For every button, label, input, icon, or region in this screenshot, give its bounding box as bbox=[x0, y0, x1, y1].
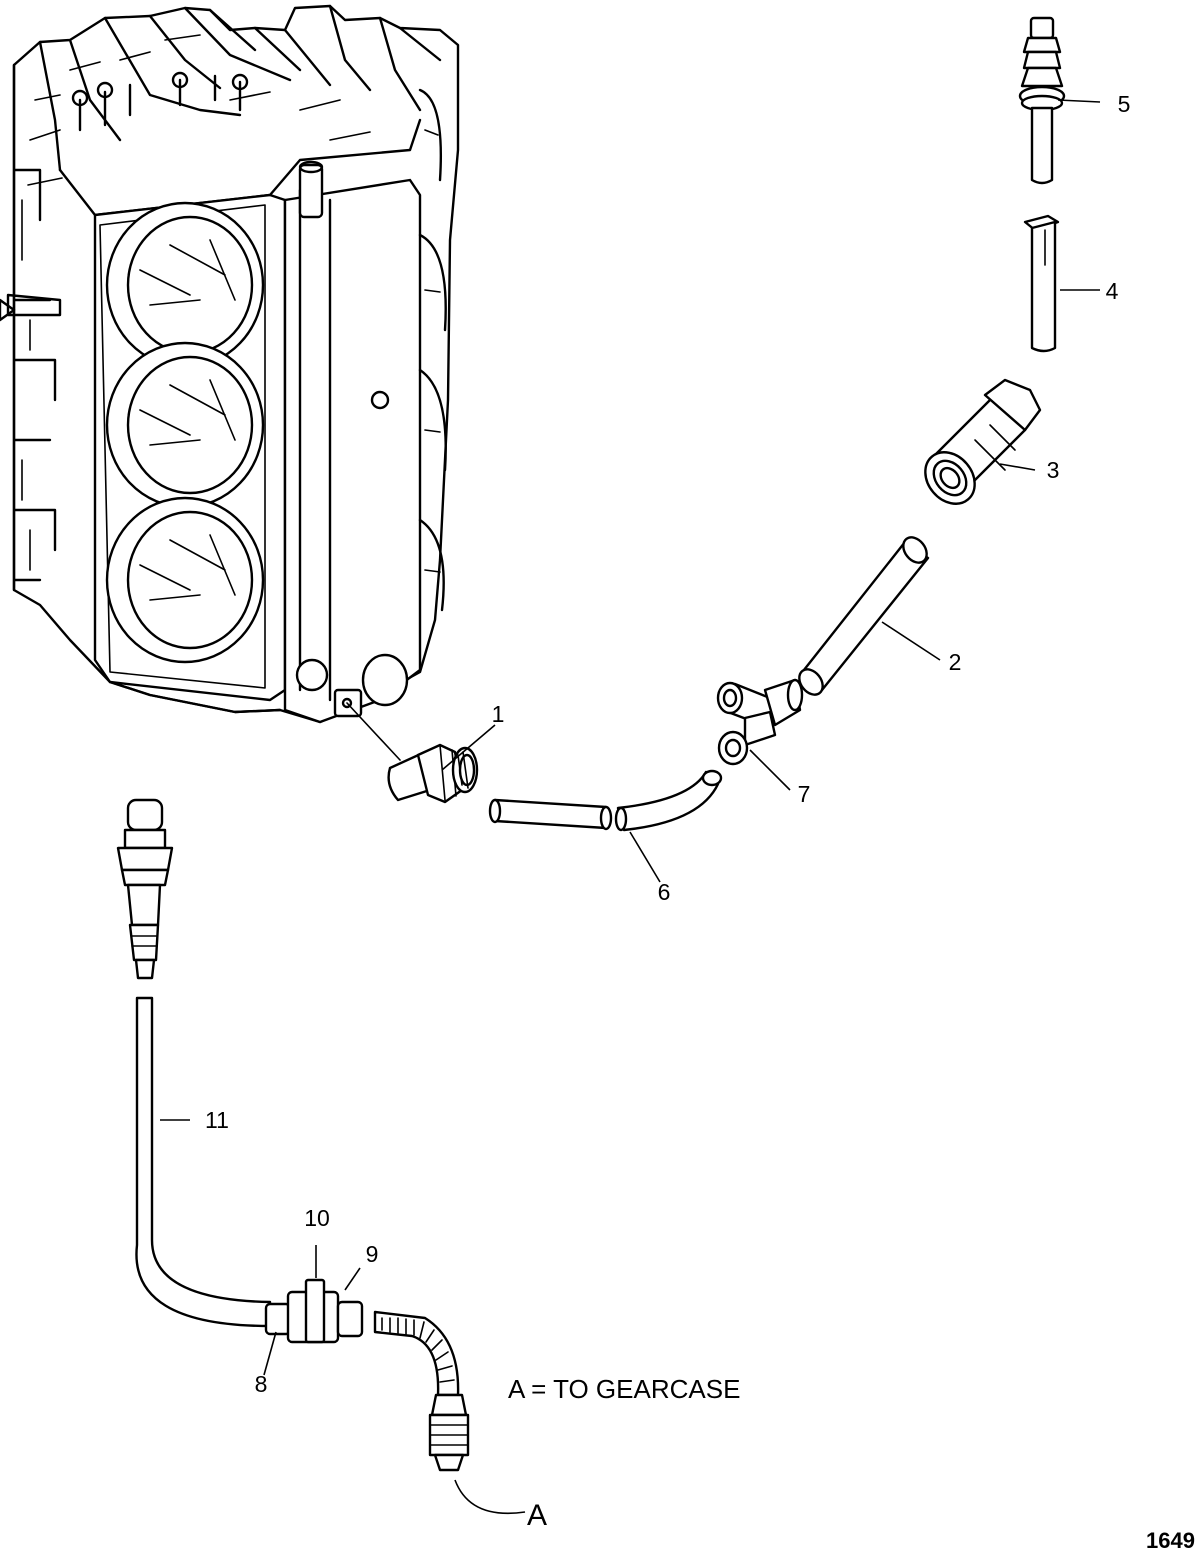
engine-block bbox=[0, 4, 460, 724]
callout-9: 9 bbox=[366, 1241, 379, 1267]
callout-11: 11 bbox=[205, 1107, 229, 1133]
legend-text: A = TO GEARCASE bbox=[508, 1374, 740, 1404]
cylinder-bore-bottom bbox=[105, 496, 265, 664]
callout-7: 7 bbox=[798, 781, 811, 807]
part-11-fitting-top bbox=[116, 798, 174, 980]
callouts: 1 2 3 4 5 6 7 8 9 10 11 bbox=[205, 91, 1130, 1397]
callout-8: 8 bbox=[255, 1371, 268, 1397]
part-1-fitting bbox=[346, 702, 479, 804]
callout-3: 3 bbox=[1047, 457, 1060, 483]
callout-1: 1 bbox=[492, 701, 505, 727]
callout-10: 10 bbox=[304, 1205, 330, 1231]
cylinder-bore-top bbox=[105, 201, 265, 369]
part-9-fitting-end bbox=[336, 1300, 364, 1338]
cylinder-bore-middle bbox=[105, 341, 265, 509]
leader-lines bbox=[160, 99, 1101, 1515]
part-6-hose bbox=[488, 769, 723, 832]
part-10-body bbox=[286, 1278, 340, 1344]
callout-5: 5 bbox=[1118, 91, 1131, 117]
callout-2: 2 bbox=[949, 649, 962, 675]
figure-number: 1649 bbox=[1146, 1528, 1195, 1553]
reference-marker-a: A bbox=[527, 1499, 547, 1532]
gearcase-hose bbox=[373, 1310, 470, 1472]
part-5-barbed-fitting bbox=[1018, 16, 1066, 185]
part-11-tube bbox=[135, 996, 272, 1328]
callout-6: 6 bbox=[658, 879, 671, 905]
part-4-pin bbox=[1023, 214, 1060, 353]
part-8-fitting-end bbox=[264, 1302, 292, 1336]
part-7-tee-fitting bbox=[716, 678, 804, 766]
part-2-tube bbox=[798, 536, 930, 696]
part-3-union bbox=[924, 378, 1042, 505]
callout-4: 4 bbox=[1106, 278, 1119, 304]
